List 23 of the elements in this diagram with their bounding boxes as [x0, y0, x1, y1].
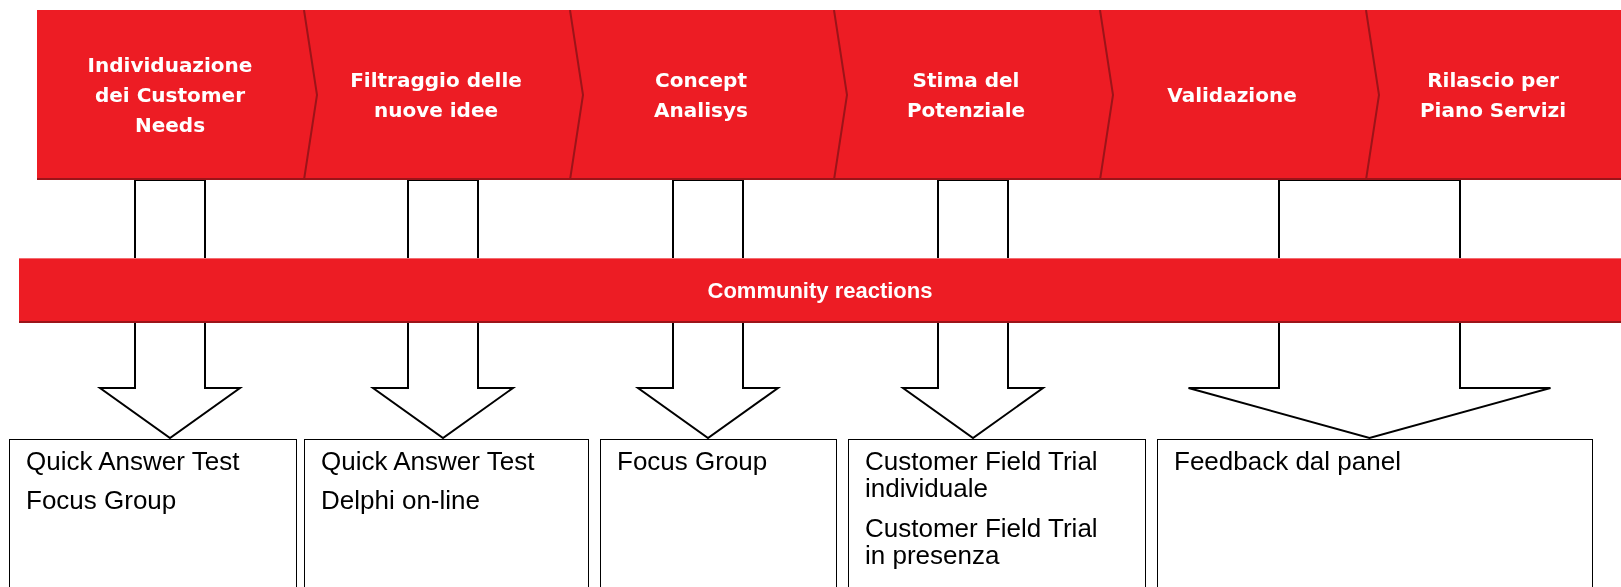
method-text: Quick Answer Test: [321, 448, 536, 476]
step-title: Stima del Potenziale: [905, 67, 1027, 124]
step-title: Filtraggio delle nuove idee: [349, 67, 523, 124]
step-title: Concept Analisys: [653, 67, 749, 124]
method-text: Delphi on-line: [321, 487, 481, 515]
step-title: Rilascio per Piano Servizi: [1418, 67, 1568, 124]
band-title: Community reactions: [707, 276, 933, 305]
method-text: Feedback dal panel: [1174, 448, 1402, 476]
method-text: Focus Group: [617, 448, 769, 476]
method-text: Quick Answer Test: [26, 448, 241, 476]
method-text: Customer Field Trial individuale: [865, 448, 1099, 503]
method-box: [9, 439, 297, 587]
process-step: [37, 10, 303, 180]
community-band: [19, 258, 1621, 323]
process-step: [1365, 10, 1621, 180]
method-box: [600, 439, 837, 587]
method-box: [848, 439, 1146, 587]
method-text: Customer Field Trial in presenza: [865, 514, 1099, 570]
method-text: Focus Group: [26, 487, 178, 515]
method-box: [304, 439, 589, 587]
step-title: Individuazione dei Customer Needs: [86, 52, 254, 139]
step-title: Validazione: [1167, 82, 1297, 109]
method-box: [1157, 439, 1593, 587]
